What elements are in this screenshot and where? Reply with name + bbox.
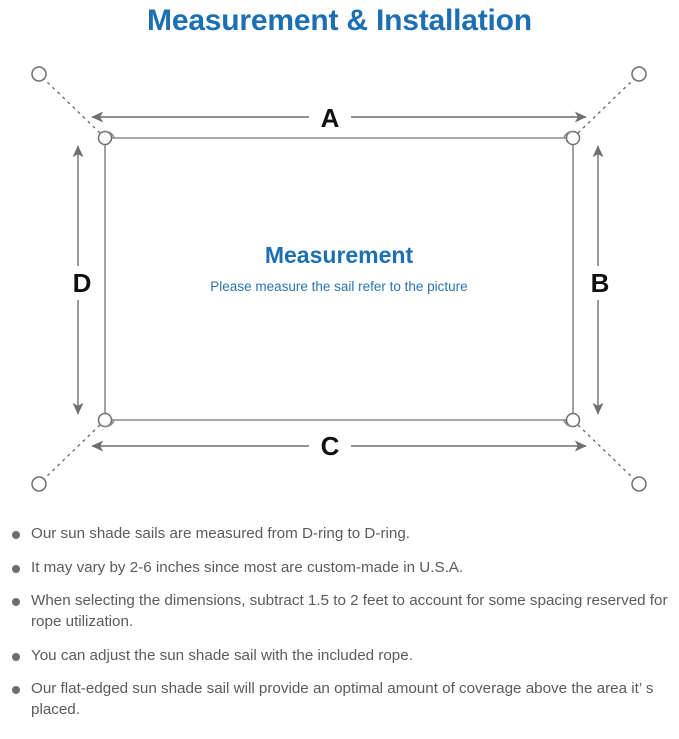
d-ring-top-left <box>97 130 113 146</box>
anchor-point-top-left <box>31 66 47 82</box>
bullet-icon <box>12 686 20 695</box>
rope-bottom-left <box>43 424 101 480</box>
list-item-text: You can adjust the sun shade sail with t… <box>31 646 413 664</box>
list-item: It may vary by 2-6 inches since most are… <box>0 558 679 579</box>
list-item: You can adjust the sun shade sail with t… <box>0 646 679 667</box>
d-ring-bottom-left <box>97 412 113 428</box>
corner-arc-top-left <box>104 130 115 139</box>
anchor-point-bottom-right <box>631 476 647 492</box>
page-title: Measurement & Installation <box>147 4 532 37</box>
list-item-text: It may vary by 2-6 inches since most are… <box>31 558 464 576</box>
d-ring-top-right <box>565 130 581 146</box>
list-item-text: Our flat-edged sun shade sail will provi… <box>31 680 654 719</box>
dimension-label-d: D <box>62 266 102 300</box>
list-item: Our sun shade sails are measured from D-… <box>0 524 679 545</box>
sail-rectangle <box>104 137 574 421</box>
bullet-icon <box>12 652 20 661</box>
dimension-label-b: B <box>580 266 620 300</box>
rope-top-left <box>43 78 101 134</box>
dimension-label-c: C <box>309 430 351 462</box>
dimension-label-a: A <box>309 102 351 134</box>
anchor-point-bottom-left <box>31 476 47 492</box>
anchor-point-top-right <box>631 66 647 82</box>
list-item-text: Our sun shade sails are measured from D-… <box>31 525 410 542</box>
list-item: Our flat-edged sun shade sail will provi… <box>0 679 679 720</box>
bullet-icon <box>12 531 20 539</box>
rope-top-right <box>577 78 635 134</box>
list-item-text: When selecting the dimensions, subtract … <box>31 592 668 631</box>
d-ring-bottom-right <box>565 412 581 428</box>
bullet-icon <box>12 564 20 573</box>
list-item: When selecting the dimensions, subtract … <box>0 591 679 632</box>
measurement-diagram: A B C D Measurement Please measure the s… <box>0 52 679 507</box>
diagram-svg <box>31 66 647 492</box>
rope-bottom-right <box>577 424 635 480</box>
corner-arc-bottom-right <box>563 419 574 428</box>
notes-list: Our sun shade sails are measured from D-… <box>0 524 679 721</box>
bullet-icon <box>12 598 20 607</box>
corner-arc-bottom-left <box>104 419 115 428</box>
corner-arc-top-right <box>563 130 574 139</box>
